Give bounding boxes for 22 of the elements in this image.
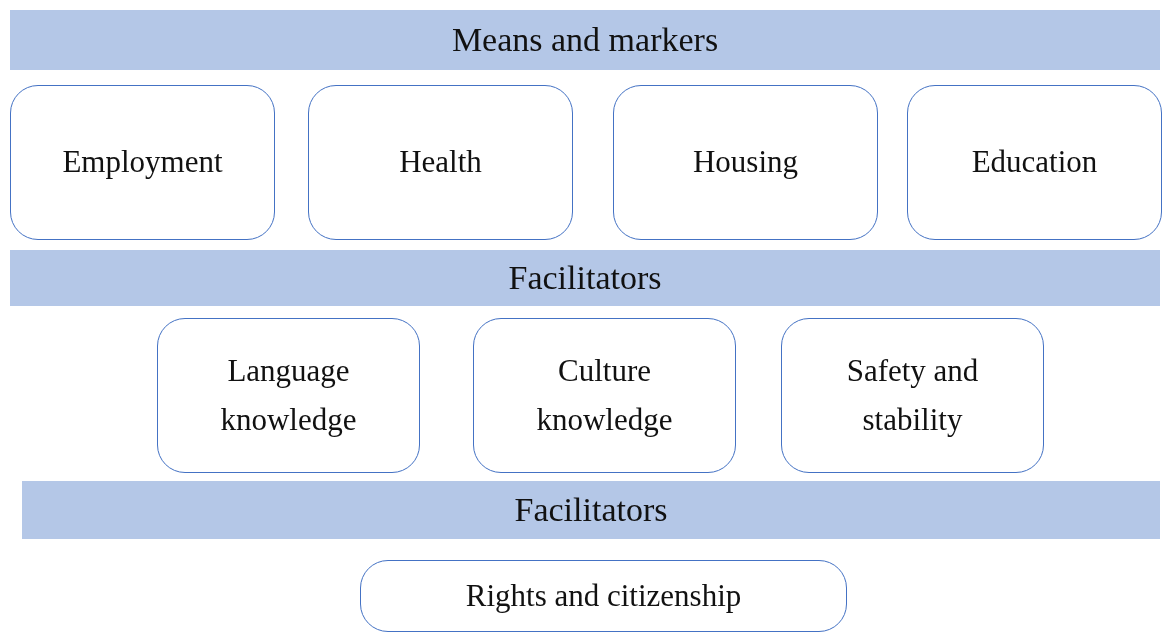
band-heading: Means and markers — [451, 21, 719, 59]
node-label: Rights and citizenship — [465, 576, 742, 615]
header-band — [10, 250, 1160, 306]
node-label: Language knowledge — [219, 352, 358, 439]
node-label: Safety and stability — [845, 352, 980, 439]
node-label: Housing — [692, 143, 799, 182]
rounded-box — [781, 318, 1044, 473]
rounded-box — [10, 85, 275, 240]
header-band — [10, 10, 1160, 70]
node-label: Employment — [62, 143, 223, 182]
node-label: Culture knowledge — [535, 352, 674, 439]
rounded-box — [907, 85, 1162, 240]
rounded-box — [157, 318, 420, 473]
rounded-box — [473, 318, 736, 473]
band-heading: Facilitators — [514, 491, 668, 529]
rounded-box — [308, 85, 573, 240]
header-band — [22, 481, 1160, 539]
band-heading: Facilitators — [508, 259, 662, 297]
node-label: Education — [971, 143, 1098, 182]
node-label: Health — [399, 143, 482, 182]
rounded-box — [613, 85, 878, 240]
rounded-box — [360, 560, 847, 632]
